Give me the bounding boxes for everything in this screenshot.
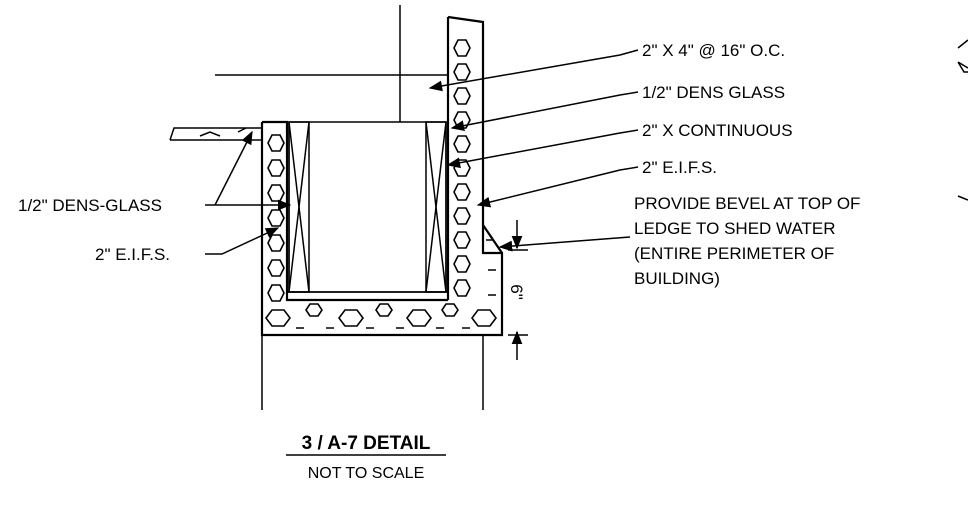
dimension-label: 6" xyxy=(507,284,526,300)
label-eifs-right: 2" E.I.F.S. xyxy=(642,158,717,177)
label-bevel-line3: (ENTIRE PERIMETER OF xyxy=(634,244,834,263)
label-stud: 2" X 4" @ 16" O.C. xyxy=(642,41,785,60)
edge-partial-marks xyxy=(957,39,968,201)
label-bevel-line2: LEDGE TO SHED WATER xyxy=(634,219,836,238)
label-continuous: 2" X CONTINUOUS xyxy=(642,121,793,140)
label-bevel-line4: BUILDING) xyxy=(634,269,720,288)
leader-lines xyxy=(205,49,639,255)
label-dens-glass-left: 1/2" DENS-GLASS xyxy=(18,196,162,215)
detail-title: 3 / A-7 DETAIL xyxy=(302,433,431,454)
label-dens-glass-right: 1/2" DENS GLASS xyxy=(642,83,785,102)
dimension-6in: 6" xyxy=(507,220,528,360)
detail-scale: NOT TO SCALE xyxy=(308,465,424,482)
wall-structure xyxy=(169,5,504,410)
detail-title-block: 3 / A-7 DETAIL NOT TO SCALE xyxy=(286,433,446,482)
label-bevel-line1: PROVIDE BEVEL AT TOP OF xyxy=(634,194,860,213)
eifs-insulation-pattern xyxy=(265,39,497,329)
label-eifs-left: 2" E.I.F.S. xyxy=(95,245,170,264)
